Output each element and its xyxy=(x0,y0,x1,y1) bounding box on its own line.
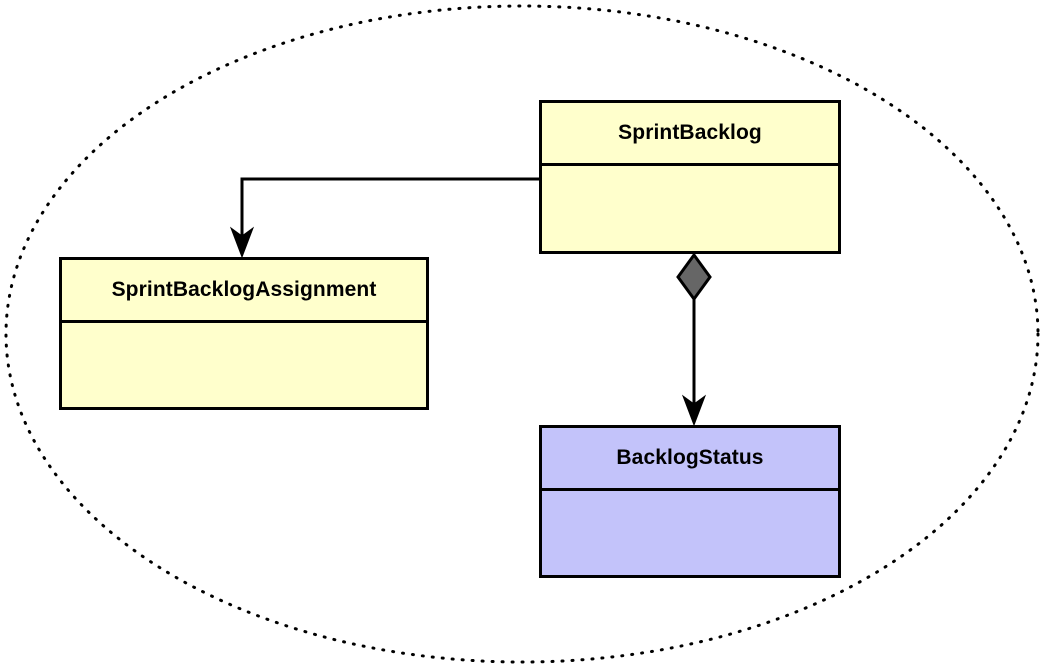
filled-diamond-icon xyxy=(676,252,712,302)
class-node-sprintbacklogassignment-body xyxy=(62,323,426,407)
class-node-backlogstatus-title: BacklogStatus xyxy=(542,428,838,491)
edge-sprintbacklog-to-backlogstatus[interactable] xyxy=(676,252,712,427)
filled-arrow-icon xyxy=(229,226,255,259)
filled-arrow-icon xyxy=(681,394,707,427)
class-node-backlogstatus[interactable]: BacklogStatus xyxy=(539,425,841,578)
edge-line xyxy=(240,177,539,243)
edge-sprintbacklog-to-assignment[interactable] xyxy=(229,177,539,259)
class-node-sprintbacklog-body xyxy=(542,166,838,251)
class-node-sprintbacklogassignment[interactable]: SprintBacklogAssignment xyxy=(59,257,429,410)
class-node-sprintbacklog[interactable]: SprintBacklog xyxy=(539,100,841,254)
class-node-sprintbacklog-title: SprintBacklog xyxy=(542,103,838,166)
grouping-ellipse xyxy=(4,4,1040,664)
class-node-backlogstatus-body xyxy=(542,491,838,575)
class-node-sprintbacklogassignment-title: SprintBacklogAssignment xyxy=(62,260,426,323)
